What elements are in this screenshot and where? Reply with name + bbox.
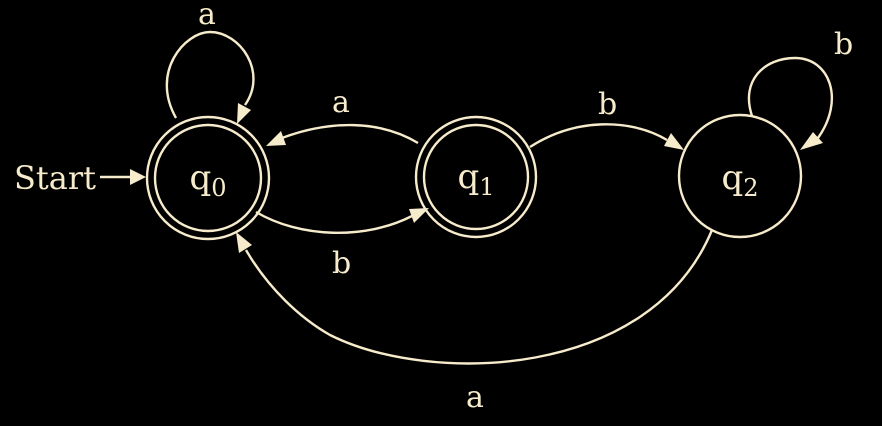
state-q0[interactable]: q0 (145, 115, 271, 241)
state-q2-ring (677, 113, 803, 239)
transition-q0-q1: b (255, 208, 429, 281)
state-q1[interactable]: q1 (414, 115, 538, 239)
state-q0-name: q (189, 158, 211, 198)
transition-q0-q0: a (165, 0, 255, 124)
transition-q2-q0: a (236, 229, 714, 415)
transition-q2-q2-path (747, 56, 834, 139)
state-q0-subscript: 0 (211, 174, 226, 202)
state-q2-name: q (721, 158, 743, 198)
transition-q0-q1-label: b (332, 246, 351, 281)
transition-q2-q0-path (244, 229, 714, 365)
state-q0-label: q0 (189, 158, 226, 202)
state-q1-name: q (457, 157, 479, 197)
start-arrowhead (130, 169, 146, 185)
state-q0-inner-ring (153, 123, 263, 233)
transition-q1-q2-label: b (598, 87, 617, 122)
state-q1-inner-ring (422, 123, 530, 231)
state-q1-outer-ring (414, 115, 538, 239)
transition-q0-q0-arrowhead (237, 103, 251, 124)
state-q1-subscript: 1 (479, 173, 494, 201)
start-label: Start (14, 159, 96, 197)
state-q0-outer-ring (145, 115, 271, 241)
transition-q0-q1-arrowhead (409, 208, 429, 223)
transition-q1-q0: a (266, 85, 419, 146)
state-q2-label: q2 (721, 158, 758, 202)
transition-q0-q0-path (165, 30, 255, 119)
transition-q2-q2: b (747, 27, 853, 150)
transition-q2-q2-label: b (834, 27, 853, 62)
transition-q2-q0-arrowhead (236, 232, 252, 253)
state-q2[interactable]: q2 (677, 113, 803, 239)
transition-q0-q1-path (255, 210, 413, 235)
transition-q2-q2-arrowhead (800, 132, 823, 150)
transition-q1-q2: b (529, 87, 684, 150)
transition-q0-q0-label: a (198, 0, 216, 32)
transition-q1-q0-path (281, 123, 419, 145)
state-q1-label: q1 (457, 157, 494, 201)
transition-q1-q2-path (529, 123, 668, 149)
transition-q2-q0-label: a (466, 380, 484, 415)
state-q2-subscript: 2 (743, 174, 758, 202)
transition-q1-q0-arrowhead (266, 131, 286, 146)
transition-q1-q0-label: a (332, 85, 350, 120)
transition-q1-q2-arrowhead (664, 133, 684, 150)
start-indicator: Start (14, 159, 146, 197)
